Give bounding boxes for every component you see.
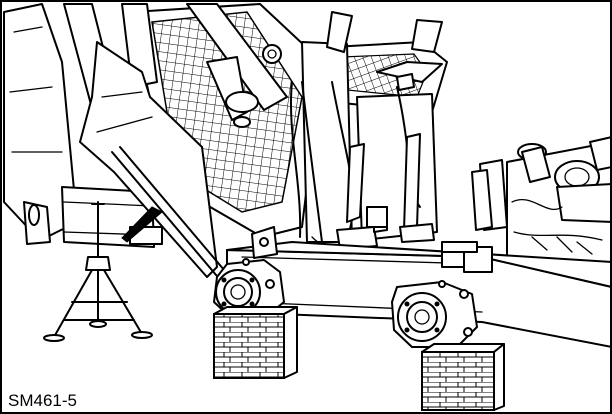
axle-stand [43,201,153,342]
engine [471,136,610,268]
pedal-brackets [336,133,435,250]
support-blocks [213,306,505,411]
hub-right [391,280,478,348]
figure-code-label: SM461-5 [6,391,79,411]
tilt-rams [121,3,443,128]
hub-left [213,258,285,321]
lifting-arm [79,41,231,283]
